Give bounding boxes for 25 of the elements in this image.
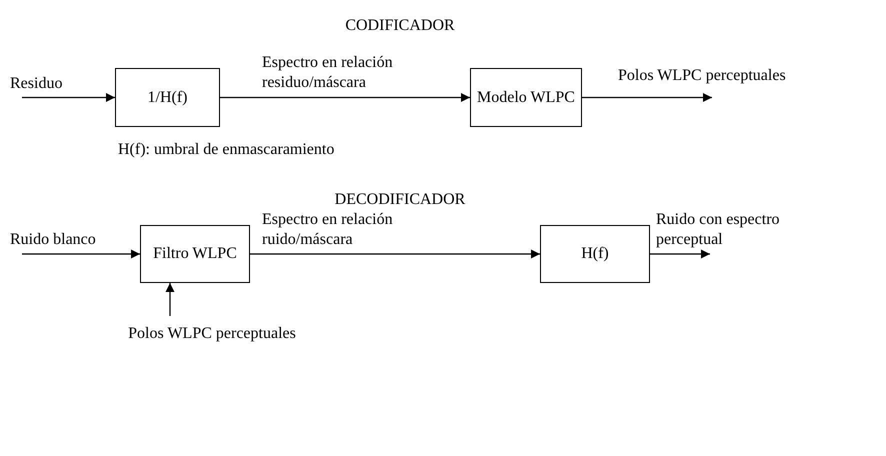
edge-label: Residuo [10, 74, 62, 94]
arrow [650, 250, 710, 258]
block-label: Filtro WLPC [153, 245, 237, 263]
section-title: DECODIFICADOR [334, 190, 466, 210]
block-box [470, 68, 582, 127]
edge-label: Espectro en relación ruido/máscara [262, 210, 394, 250]
note-text: H(f): umbral de enmascaramiento [118, 140, 334, 160]
block-box [540, 225, 650, 283]
signal-label: Polos WLPC perceptuales [112, 322, 312, 346]
section-title: CODIFICADOR [345, 16, 455, 36]
block-label: Modelo WLPC [477, 88, 575, 106]
arrow [250, 250, 540, 258]
edge-label: Espectro en relación residuo/máscara [262, 53, 394, 93]
arrow [166, 283, 174, 316]
block-box [115, 68, 220, 127]
block-box [140, 225, 250, 283]
arrow [22, 93, 115, 102]
arrow [582, 93, 712, 102]
edge-label: Ruido blanco [10, 230, 96, 250]
arrow [22, 250, 140, 258]
block-label: 1/H(f) [148, 88, 188, 106]
edge-label: Ruido con espectro perceptual [656, 210, 781, 250]
block-label: H(f) [581, 245, 609, 263]
arrow [220, 93, 470, 102]
edge-label: Polos WLPC perceptuales [618, 66, 786, 86]
